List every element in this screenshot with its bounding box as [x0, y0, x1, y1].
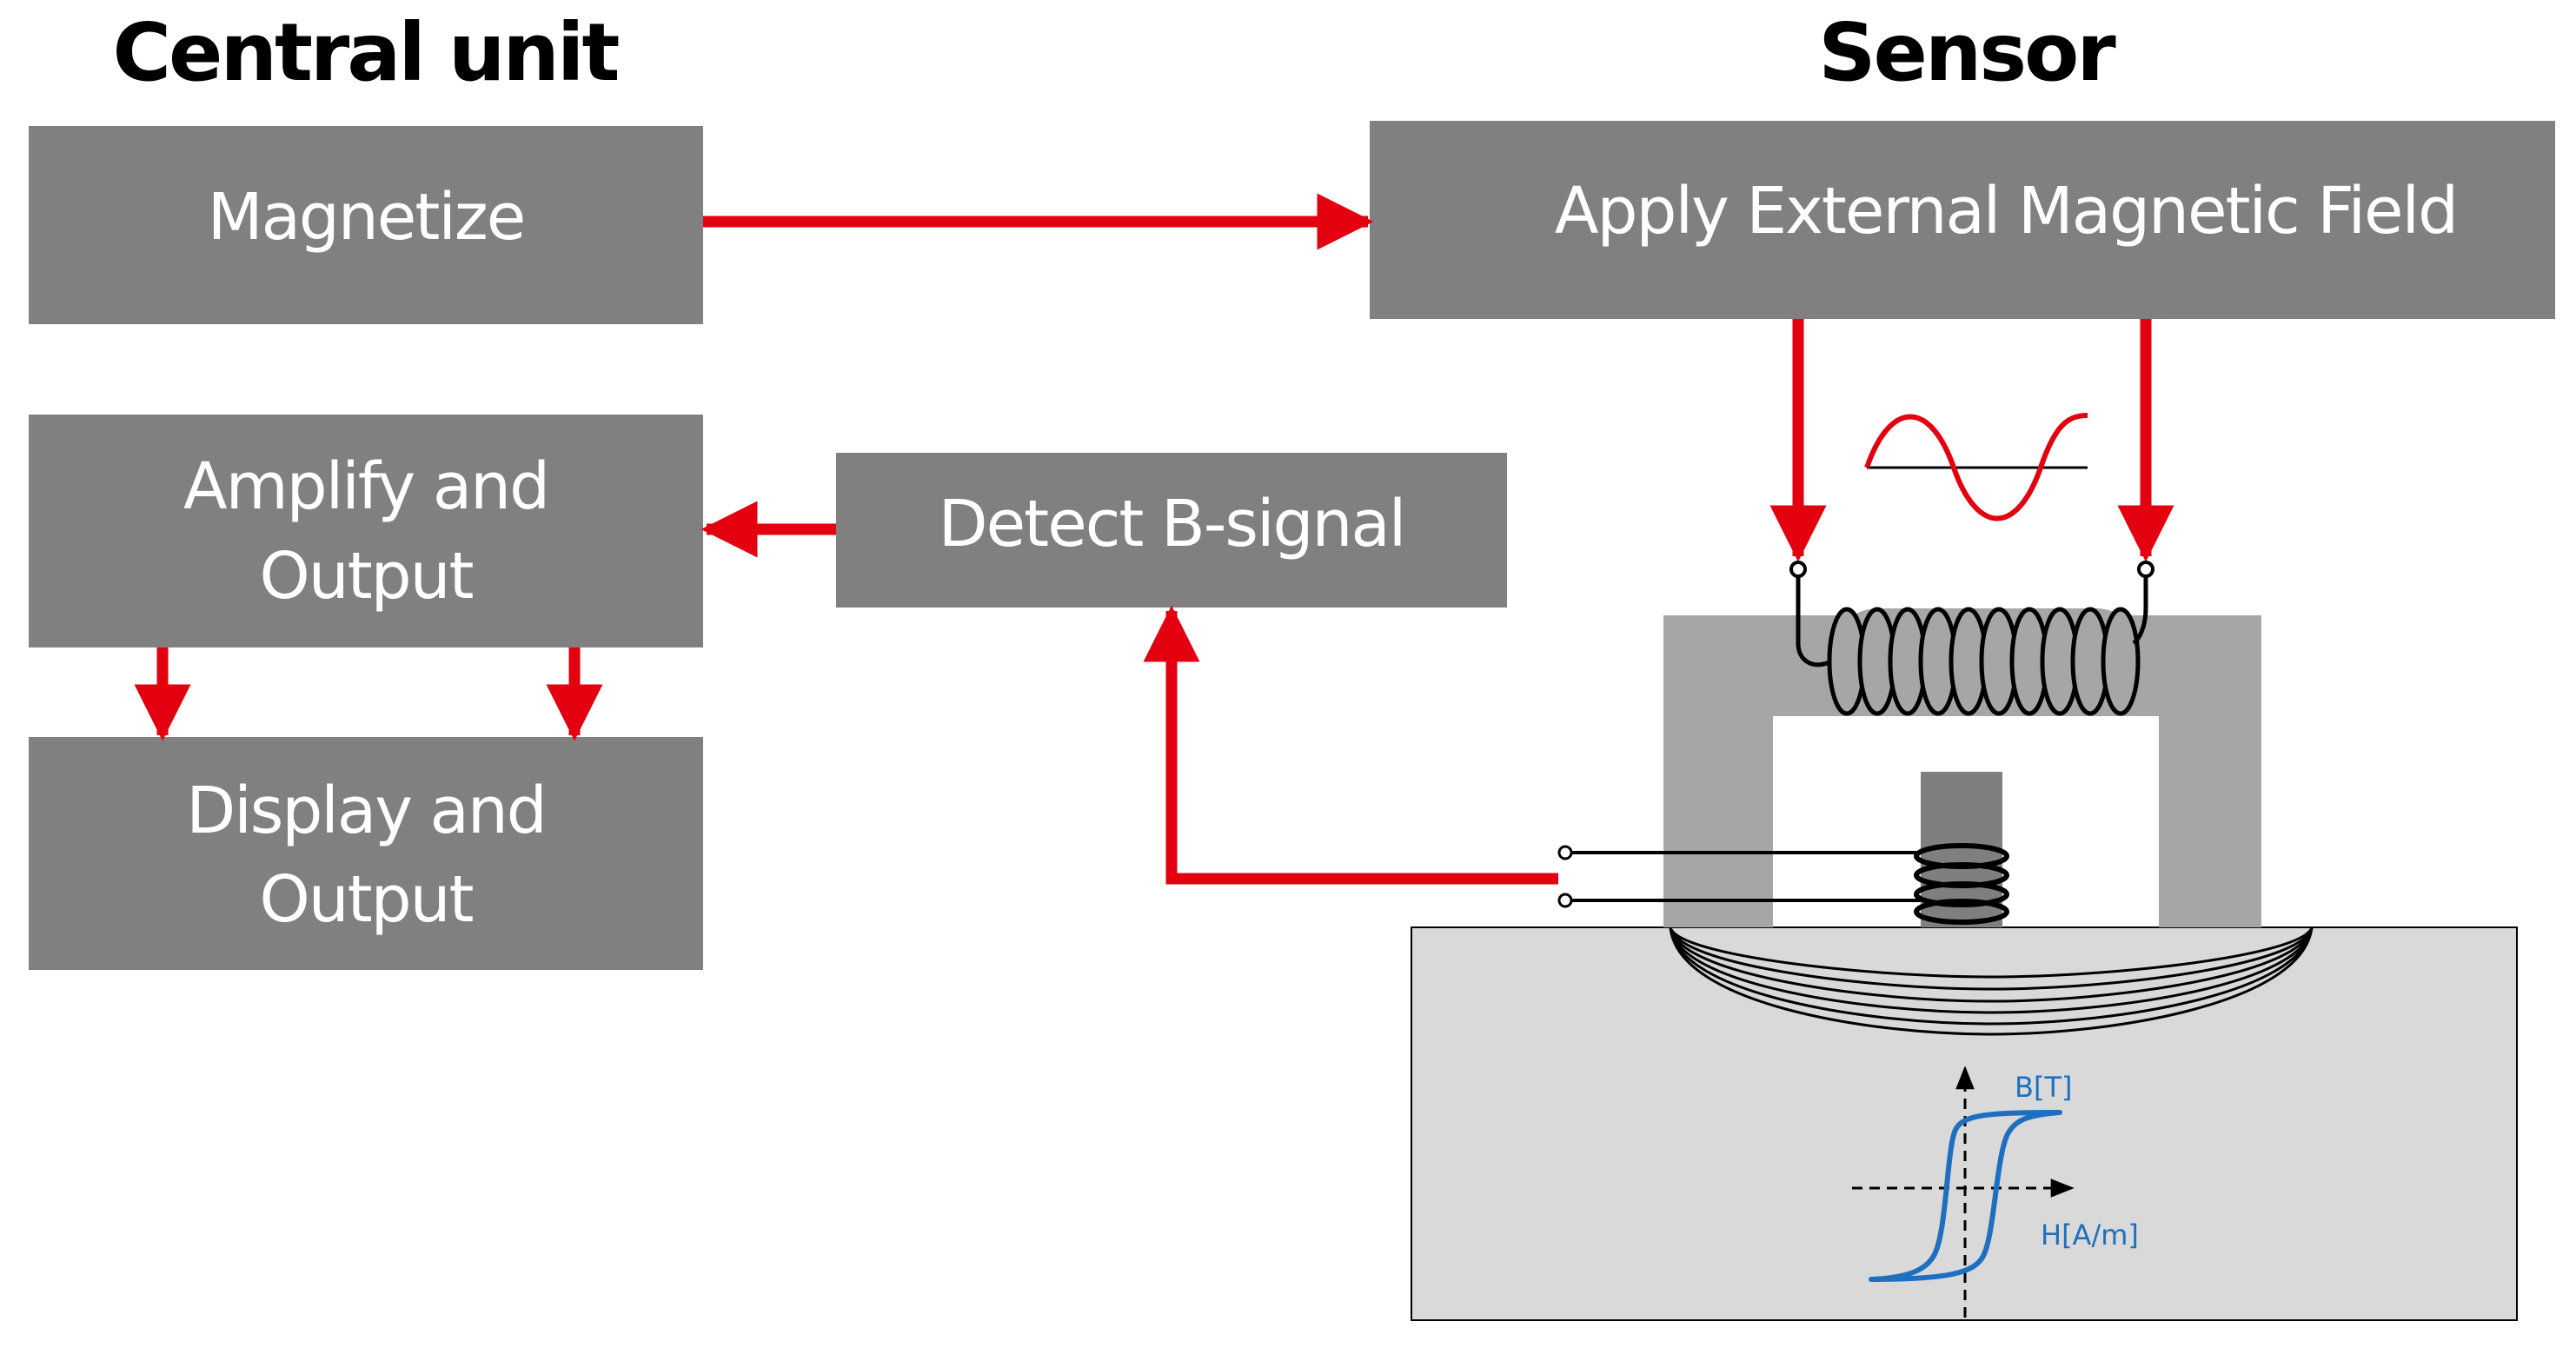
excitation-coil	[1789, 561, 2154, 716]
sensor-header: Sensor	[1818, 6, 2116, 99]
apply-field-label: Apply External Magnetic Field	[1555, 174, 2457, 249]
arrow-pickup-to-detect	[1143, 605, 1558, 885]
amplify-output-box: Amplify and Output	[29, 415, 703, 647]
flow-arrows	[134, 193, 2174, 885]
apply-field-box: Apply External Magnetic Field	[1370, 121, 2555, 319]
display-label-line2: Output	[259, 862, 473, 937]
display-output-box: Display and Output	[29, 737, 703, 970]
ac-signal-icon	[1864, 413, 2088, 521]
b-axis-label: B[T]	[2015, 1071, 2072, 1104]
pickup-sensor	[1557, 772, 2009, 927]
flux-lines	[1669, 927, 2314, 1036]
magnetize-label: Magnetize	[208, 180, 525, 255]
detect-signal-box: Detect B-signal	[836, 453, 1507, 608]
h-axis-label: H[A/m]	[2041, 1219, 2139, 1252]
magnetize-box: Magnetize	[29, 126, 703, 324]
hysteresis-loop	[1869, 1110, 2062, 1282]
central-unit-header: Central unit	[113, 6, 619, 99]
detect-label: Detect B-signal	[939, 487, 1405, 561]
display-label-line1: Display and	[186, 774, 546, 848]
amplify-label-line1: Amplify and	[183, 449, 548, 524]
amplify-label-line2: Output	[259, 539, 473, 614]
hysteresis-plot: B[T] H[A/m]	[1852, 1066, 2139, 1318]
